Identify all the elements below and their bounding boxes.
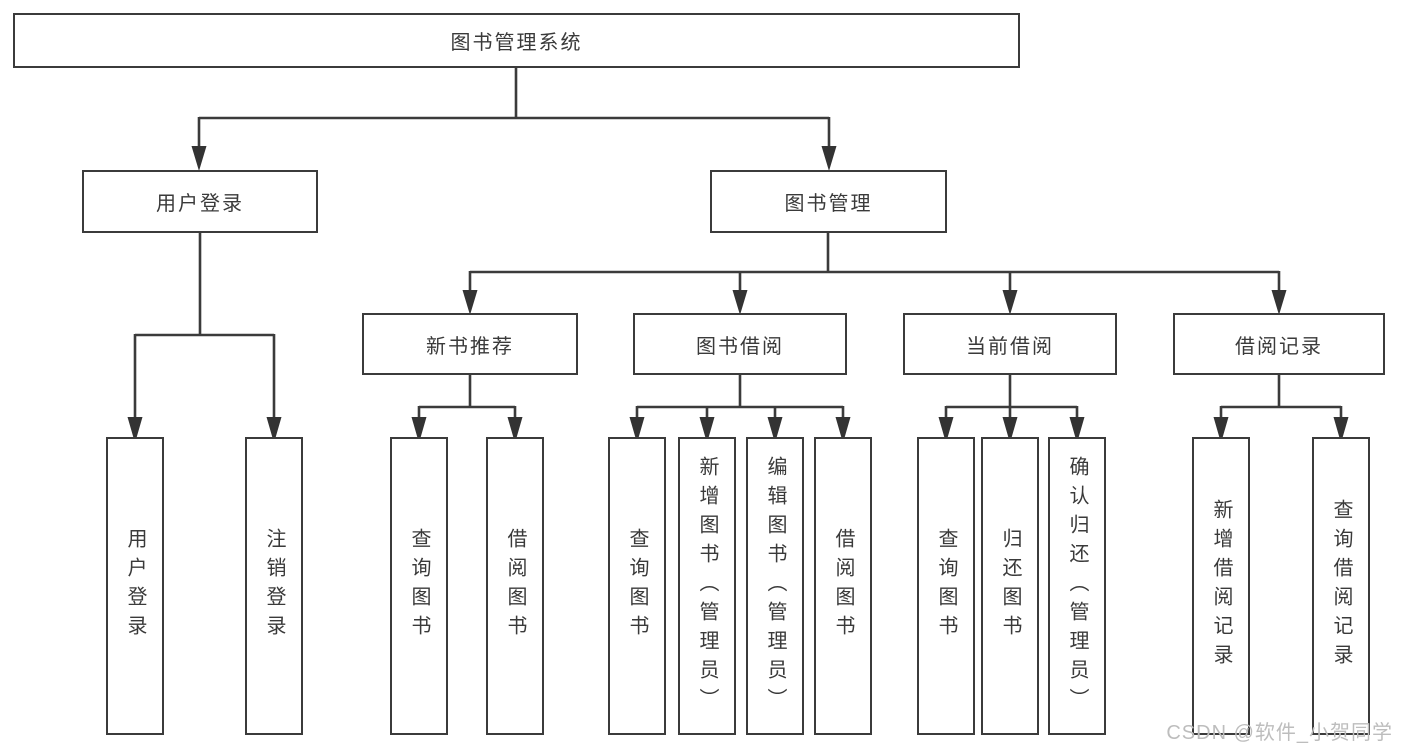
node-book-management: 图书管理 [710, 170, 947, 233]
connector-borrow-records-to-leaves [1219, 375, 1343, 420]
leaf-add-books-admin: 新增图书（管理员） [678, 437, 736, 735]
node-current-borrowing: 当前借阅 [903, 313, 1117, 375]
connector-current-borrowing-to-leaves [944, 375, 1079, 420]
node-new-book-recommendation: 新书推荐 [362, 313, 578, 375]
leaf-edit-books-admin: 编辑图书（管理员） [746, 437, 804, 735]
leaf-return-books: 归还图书 [981, 437, 1039, 735]
node-borrowing-records: 借阅记录 [1173, 313, 1385, 375]
leaf-confirm-return-admin: 确认归还（管理员） [1048, 437, 1106, 735]
node-book-borrowing: 图书借阅 [633, 313, 847, 375]
leaf-query-borrow-record: 查询借阅记录 [1312, 437, 1370, 735]
leaf-query-books-recommend: 查询图书 [390, 437, 448, 735]
leaf-borrow-books: 借阅图书 [814, 437, 872, 735]
connector-book-management-to-level3 [468, 233, 1281, 292]
leaf-logout: 注销登录 [245, 437, 303, 735]
watermark: CSDN @软件_小贺同学 [1166, 722, 1393, 744]
connector-new-book-to-leaves [417, 375, 517, 420]
leaf-add-borrow-record: 新增借阅记录 [1192, 437, 1250, 735]
leaf-query-books-current: 查询图书 [917, 437, 975, 735]
node-user-login: 用户登录 [82, 170, 318, 233]
node-library-system: 图书管理系统 [13, 13, 1020, 68]
leaf-user-login: 用户登录 [106, 437, 164, 735]
connector-book-borrowing-to-leaves [635, 375, 845, 420]
arrowheads [127, 146, 1349, 443]
leaf-borrow-books-recommend: 借阅图书 [486, 437, 544, 735]
connector-root-to-level2 [197, 68, 831, 149]
leaf-query-books-borrow: 查询图书 [608, 437, 666, 735]
connector-user-login-to-leaves [133, 233, 276, 420]
